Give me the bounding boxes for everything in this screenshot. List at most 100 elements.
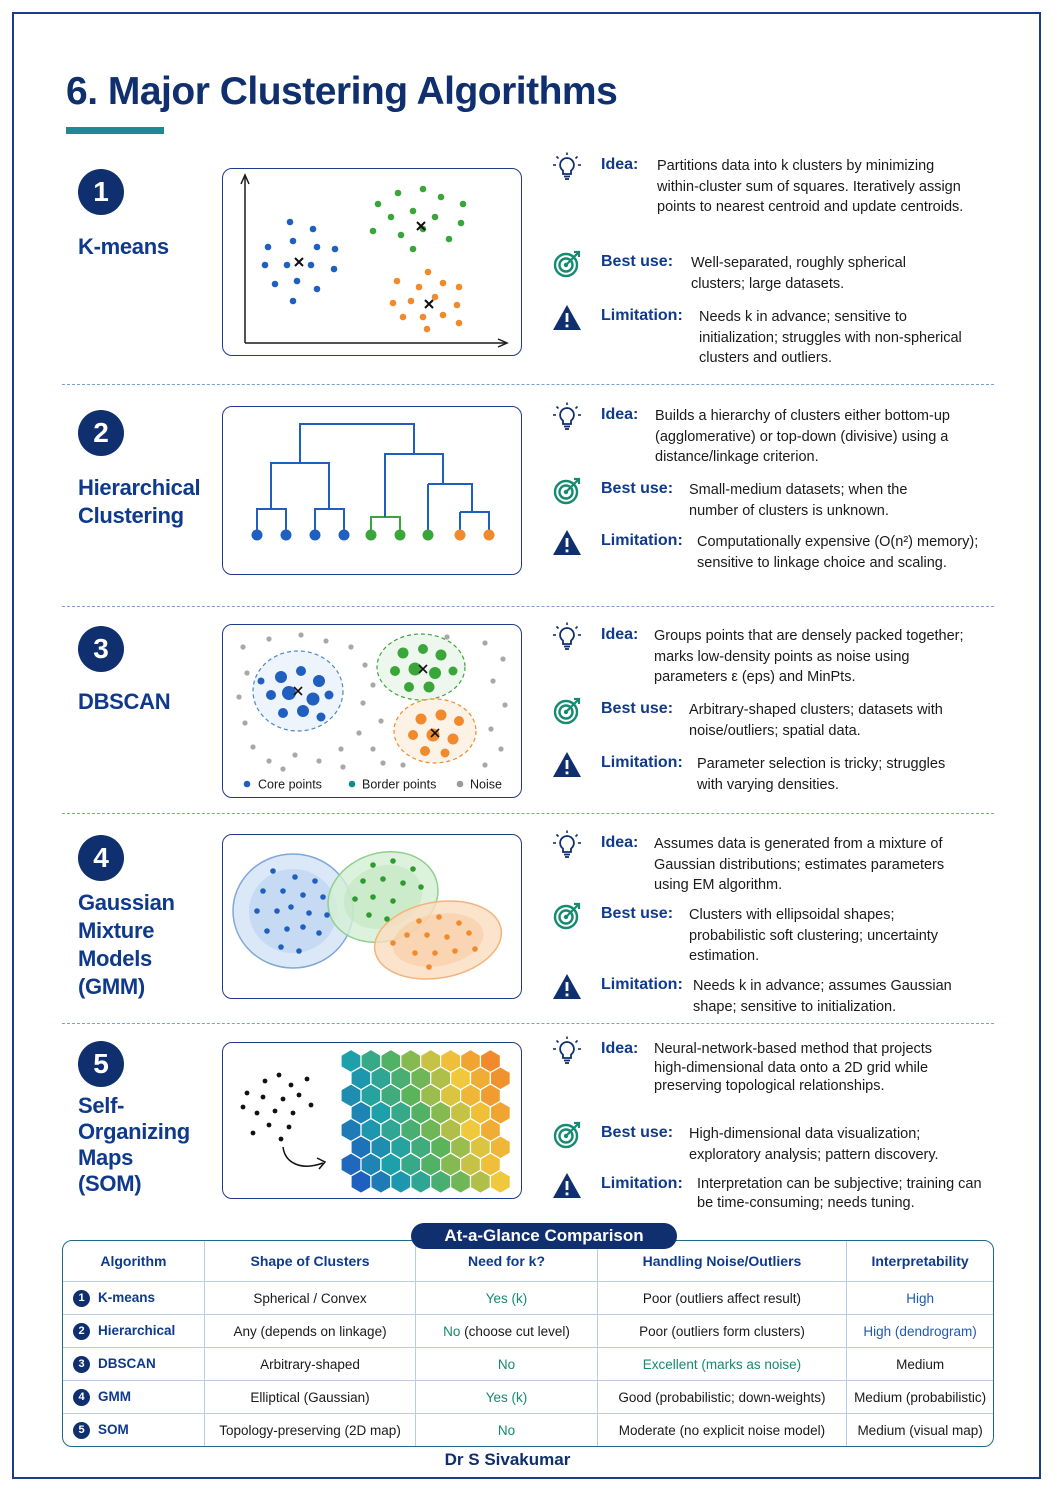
best-use-label: Best use: (601, 905, 674, 922)
section-divider (62, 813, 994, 814)
section-dbscan: 3 DBSCAN (0, 608, 1055, 813)
row-number-badge: 4 (73, 1388, 90, 1406)
som-hexagon (390, 1169, 412, 1194)
section-kmeans: 1 K-means (0, 145, 1055, 380)
comparison-table: Algorithm Shape of Clusters Need for k? … (62, 1240, 994, 1447)
warning-icon (552, 303, 582, 333)
table-header-row: Algorithm Shape of Clusters Need for k? … (63, 1241, 993, 1282)
header-need-k: Need for k? (416, 1241, 598, 1282)
number-badge: 2 (78, 410, 124, 456)
need-k-value: Yes (k) (485, 1389, 528, 1405)
algorithm-name: K-means (78, 234, 169, 259)
section-hierarchical: 2 Hierarchical Clustering (0, 386, 1055, 606)
header-shape: Shape of Clusters (204, 1241, 417, 1282)
algorithm-label: GMM (98, 1388, 131, 1404)
cell-interpretability: High (847, 1282, 993, 1315)
limitation-text: Needs k in advance; sensitive to initial… (699, 309, 962, 366)
row-number-badge: 5 (73, 1421, 90, 1439)
som-grid (240, 1048, 511, 1194)
need-k-note: (choose cut level) (460, 1323, 570, 1339)
som-hexagon (489, 1169, 511, 1194)
best-use-label: Best use: (601, 1124, 674, 1141)
cell-shape: Elliptical (Gaussian) (204, 1381, 417, 1414)
lightbulb-icon (552, 622, 582, 652)
idea-label: Idea: (601, 1040, 639, 1057)
cell-noise: Moderate (no explicit noise model) (598, 1414, 848, 1446)
cell-interpretability: Medium (847, 1348, 993, 1381)
limitation-label: Limitation: (601, 976, 683, 993)
cell-need-k: No (416, 1414, 598, 1446)
lightbulb-icon (552, 402, 582, 432)
idea-label: Idea: (601, 156, 639, 173)
best-use-text: Small-medium datasets; when the number o… (689, 482, 908, 519)
dendrogram (251, 423, 495, 541)
cell-noise: Excellent (marks as noise) (597, 1348, 848, 1381)
som-hexagons (340, 1048, 511, 1194)
target-icon (552, 901, 582, 931)
lightbulb-icon (552, 1036, 582, 1066)
best-use-text: Arbitrary-shaped clusters; datasets with… (689, 702, 943, 739)
limitation-label: Limitation: (601, 754, 683, 771)
cell-need-k: No (416, 1348, 598, 1381)
som-hexagon (450, 1169, 472, 1194)
cell-algorithm: 4 GMM (63, 1381, 205, 1414)
som-illustration (222, 1042, 522, 1199)
target-icon (552, 1120, 582, 1150)
cell-shape: Any (depends on linkage) (204, 1315, 417, 1348)
warning-icon (552, 1171, 582, 1201)
gmm-illustration (222, 834, 522, 999)
limitation-label: Limitation: (601, 1175, 683, 1192)
idea-text: Assumes data is generated from a mixture… (654, 836, 945, 893)
warning-icon (552, 528, 582, 558)
warning-icon (552, 750, 582, 780)
page-title: 6. Major Clustering Algorithms (66, 70, 618, 113)
section-divider (62, 606, 994, 607)
idea-text: Neural-network-based method that project… (654, 1041, 933, 1094)
limitation-label: Limitation: (601, 307, 683, 324)
need-k-value: No (497, 1422, 516, 1438)
best-use-label: Best use: (601, 480, 674, 497)
kmeans-illustration (222, 168, 522, 356)
best-use-text: Well-separated, roughly spherical cluste… (691, 255, 906, 292)
section-divider (62, 1023, 994, 1024)
need-k-value: Yes (k) (485, 1290, 528, 1306)
need-k-value: No (497, 1356, 516, 1372)
idea-label: Idea: (601, 626, 639, 643)
cell-shape: Topology-preserving (2D map) (205, 1414, 417, 1446)
number-badge: 1 (78, 169, 124, 215)
dbscan-scatter: Core points Border points Noise (236, 632, 508, 792)
best-use-text: Clusters with ellipsoidal shapes; probab… (689, 907, 939, 964)
legend-core: Core points (258, 778, 322, 792)
idea-text: Builds a hierarchy of clusters either bo… (655, 408, 950, 465)
target-icon (552, 696, 582, 726)
target-icon (552, 476, 582, 506)
legend-noise: Noise (470, 778, 502, 792)
section-divider (62, 384, 994, 385)
cell-shape: Arbitrary-shaped (204, 1348, 417, 1381)
algorithm-label: K-means (98, 1289, 156, 1305)
number-badge: 5 (78, 1041, 124, 1087)
cell-noise: Poor (outliers affect result) (597, 1282, 848, 1315)
limitation-text: Interpretation can be subjective; traini… (697, 1176, 982, 1211)
cell-need-k: Yes (k) (416, 1282, 598, 1315)
cell-noise: Poor (outliers form clusters) (597, 1315, 848, 1348)
som-hexagon (430, 1169, 452, 1194)
cell-need-k: No (choose cut level) (416, 1315, 598, 1348)
som-hexagon (370, 1169, 392, 1194)
algorithm-label: Hierarchical (98, 1322, 176, 1338)
target-icon (552, 249, 582, 279)
author-footer: Dr S Sivakumar (444, 1450, 571, 1469)
dendrogram-illustration (222, 406, 522, 575)
idea-label: Idea: (601, 406, 639, 423)
cell-interpretability: High (dendrogram) (847, 1315, 993, 1348)
cell-interpretability: Medium (probabilistic) (847, 1381, 993, 1414)
gmm-mixture (232, 850, 503, 980)
som-hexagon (350, 1169, 372, 1194)
